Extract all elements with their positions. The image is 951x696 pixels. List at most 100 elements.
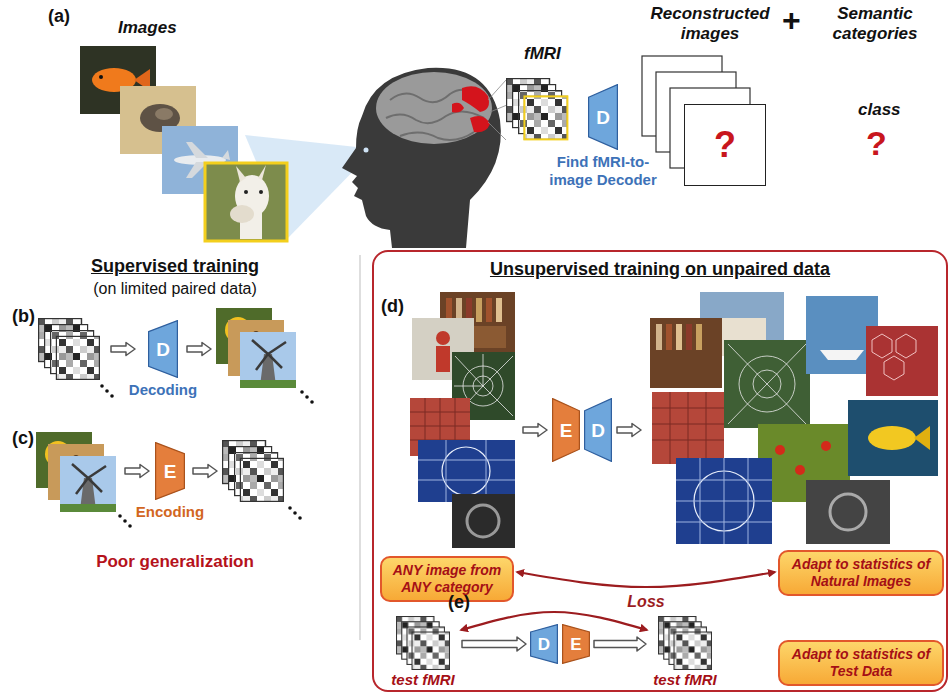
stimulus-images	[230, 205, 254, 223]
photo-collage	[676, 324, 682, 350]
text-wrapper: Unsupervised training on unpaired data	[372, 250, 948, 280]
photo-collage	[418, 440, 515, 502]
photo-collage	[868, 426, 916, 450]
text-wrapper: D	[538, 636, 550, 653]
label-wrapper: (e)	[448, 592, 470, 613]
label-wrapper: Reconstructed images	[640, 4, 780, 43]
node-text: test fMRI	[388, 616, 458, 688]
stimulus-images	[99, 75, 103, 79]
head-silhouette	[376, 72, 492, 144]
photo-collage	[914, 426, 930, 450]
photo-collage	[652, 392, 724, 464]
label-wrapper: +	[782, 2, 801, 39]
decoder-block: D	[584, 398, 612, 462]
edge-label-wrapper: Loss	[596, 593, 696, 611]
fmri-stack: test fMRI	[650, 616, 720, 688]
text-wrapper: ?	[714, 127, 736, 163]
node-text: D	[156, 340, 170, 359]
trapezoid-outline	[531, 625, 558, 664]
stimulus-images	[258, 165, 266, 180]
photo-collage	[676, 458, 772, 544]
head-silhouette	[470, 116, 490, 132]
text-wrapper: Find fMRI-to-image Decoder	[541, 153, 665, 189]
node-text: Adapt to statistics of Test Data	[787, 646, 935, 680]
decoding-row	[300, 390, 314, 404]
fmri-stack: test fMRI	[388, 616, 458, 688]
head-silhouette	[462, 86, 489, 112]
stimulus-images	[236, 166, 246, 182]
head-silhouette	[342, 68, 501, 248]
photo-collage	[473, 376, 493, 396]
photo-collage	[418, 440, 515, 502]
fmri-stack-figure	[658, 616, 712, 670]
fmri-stack-figure	[659, 617, 712, 670]
stimulus-images	[205, 163, 287, 241]
decoding-row	[39, 308, 314, 404]
panel-letter: (c)	[12, 428, 34, 449]
figure-label: Poor generalization	[20, 552, 330, 572]
figure-label: (on limited paired data)	[20, 280, 330, 298]
photo-collage	[696, 324, 702, 350]
photo-collage	[483, 354, 484, 386]
panel-letter: (e)	[448, 592, 470, 613]
fmri-stack	[524, 96, 567, 139]
stimulus-images	[244, 190, 248, 194]
photo-collage	[806, 480, 890, 544]
panel-letter: (b)	[12, 306, 35, 327]
panel-letter: (a)	[48, 6, 70, 27]
text-wrapper: D	[156, 340, 170, 359]
node-text: ANY image from ANY category	[389, 562, 505, 596]
photo-collage	[753, 370, 781, 398]
photo-collage	[650, 318, 722, 388]
photo-collage	[686, 324, 692, 350]
encoding-row	[223, 441, 284, 502]
photo-collage	[476, 298, 482, 322]
figure-label: Images	[118, 18, 177, 38]
decoding-row	[187, 343, 211, 356]
stimulus-images	[80, 46, 287, 241]
section-panel: Unsupervised training on unpaired dataED…	[372, 250, 948, 692]
node-caption: Encoding	[115, 503, 225, 521]
encoder-block: E	[552, 398, 580, 462]
figure-label: fMRI	[524, 44, 561, 64]
separator-line	[359, 255, 360, 640]
flow-arrow	[462, 637, 526, 651]
node-text: test fMRI	[650, 616, 720, 688]
figure-label: class	[858, 100, 901, 120]
text-wrapper: E	[164, 462, 177, 481]
decoder-block: D	[530, 624, 558, 664]
flow-arrows	[523, 424, 641, 437]
decoding-row	[216, 308, 296, 388]
callout-box: Adapt to statistics of Natural Images	[778, 550, 944, 596]
label-wrapper: (b)	[12, 306, 35, 327]
callout-box: Adapt to statistics of Test Data	[778, 640, 944, 686]
text-wrapper: Decoding	[108, 381, 218, 399]
photo-collage	[866, 326, 938, 396]
photo-collage	[666, 324, 672, 350]
text-wrapper: Encoding	[115, 503, 225, 521]
label-wrapper: ?	[866, 124, 887, 163]
photo-collage	[739, 356, 795, 412]
reconstruction-box: ?	[684, 104, 766, 186]
encoder-block: E	[562, 624, 590, 664]
figure-label: ?	[866, 124, 887, 163]
stimulus-images	[155, 108, 173, 120]
node-text: D	[591, 421, 605, 440]
photo-collage	[483, 356, 513, 386]
photo-collage	[442, 447, 490, 495]
flow-arrow	[594, 637, 646, 651]
figure-label: +	[782, 2, 801, 39]
photo-collage	[830, 494, 866, 530]
fmri-stack	[507, 79, 568, 140]
decoding-row	[100, 384, 114, 398]
fmri-stack-figure	[397, 617, 450, 670]
figure-label: Semantic categories	[815, 4, 935, 43]
flow-arrows	[617, 424, 641, 437]
trapezoid-outline	[589, 85, 618, 150]
encoding-row	[193, 465, 217, 478]
decoder-block: DFind fMRI-to-image Decoder	[588, 84, 618, 150]
photo-collage	[656, 324, 662, 350]
trapezoid-outline	[563, 625, 590, 664]
node-text: Unsupervised training on unpaired data	[372, 250, 948, 280]
